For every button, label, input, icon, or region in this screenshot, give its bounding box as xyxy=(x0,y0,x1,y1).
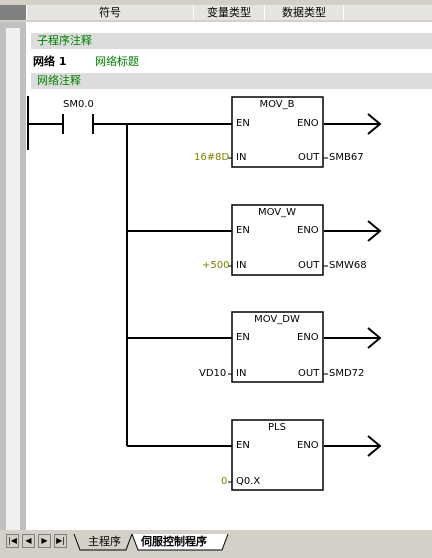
block-mov-b xyxy=(231,96,324,168)
col-data-type[interactable]: 数据类型 xyxy=(264,5,344,20)
network-title[interactable]: 网络标题 xyxy=(95,55,139,68)
pin-out: OUT xyxy=(298,152,320,163)
pin-en: EN xyxy=(236,332,250,343)
pin-eno: ENO xyxy=(297,118,319,129)
last-page-icon[interactable]: ▶| xyxy=(54,534,67,548)
tab-servo-control[interactable]: 伺服控制程序 xyxy=(141,535,207,548)
in-operand[interactable]: +500 xyxy=(202,260,230,271)
pin-out: OUT xyxy=(298,368,320,379)
network-comment[interactable]: 网络注释 xyxy=(31,73,432,89)
pin-in: IN xyxy=(236,368,247,379)
in-operand[interactable]: 16#8D xyxy=(194,152,230,163)
block-title: PLS xyxy=(268,422,286,433)
pin-eno: ENO xyxy=(297,332,319,343)
program-tabs: |◀ ◀ ▶ ▶| 主程序 伺服控制程序 xyxy=(0,530,432,558)
pin-eno: ENO xyxy=(297,440,319,451)
block-title: MOV_W xyxy=(257,207,297,218)
pin-in: Q0.X xyxy=(236,476,261,487)
pin-in: IN xyxy=(236,260,247,271)
pin-en: EN xyxy=(236,225,250,236)
first-page-icon[interactable]: |◀ xyxy=(6,534,19,548)
pin-out: OUT xyxy=(298,260,320,271)
block-title: MOV_DW xyxy=(254,314,300,325)
symbol-table-header: 符号 变量类型 数据类型 xyxy=(0,0,432,22)
network-header: 网络 1 网络标题 xyxy=(33,53,139,69)
out-operand[interactable]: SMD72 xyxy=(329,368,365,379)
contact-address[interactable]: SM0.0 xyxy=(63,99,94,110)
out-operand[interactable]: SMB67 xyxy=(329,152,364,163)
block-pls xyxy=(231,419,324,491)
pin-en: EN xyxy=(236,118,250,129)
subroutine-comment[interactable]: 子程序注释 xyxy=(31,33,432,49)
tab-outlines xyxy=(73,533,229,551)
pin-en: EN xyxy=(236,440,250,451)
block-mov-w xyxy=(231,204,324,276)
in-operand[interactable]: VD10 xyxy=(199,368,227,379)
tab-main-program[interactable]: 主程序 xyxy=(88,535,121,548)
ladder-diagram xyxy=(27,96,382,491)
in-operand[interactable]: 0 xyxy=(221,476,228,487)
editor-gutter xyxy=(0,22,26,530)
pin-in: IN xyxy=(236,152,247,163)
pin-eno: ENO xyxy=(297,225,319,236)
col-comment[interactable] xyxy=(343,5,432,20)
next-page-icon[interactable]: ▶ xyxy=(38,534,51,548)
prev-page-icon[interactable]: ◀ xyxy=(22,534,35,548)
block-mov-dw xyxy=(231,311,324,383)
out-operand[interactable]: SMW68 xyxy=(329,260,367,271)
col-var-type[interactable]: 变量类型 xyxy=(193,5,265,20)
block-title: MOV_B xyxy=(259,99,295,110)
header-corner xyxy=(0,5,26,20)
network-label: 网络 1 xyxy=(33,55,67,68)
